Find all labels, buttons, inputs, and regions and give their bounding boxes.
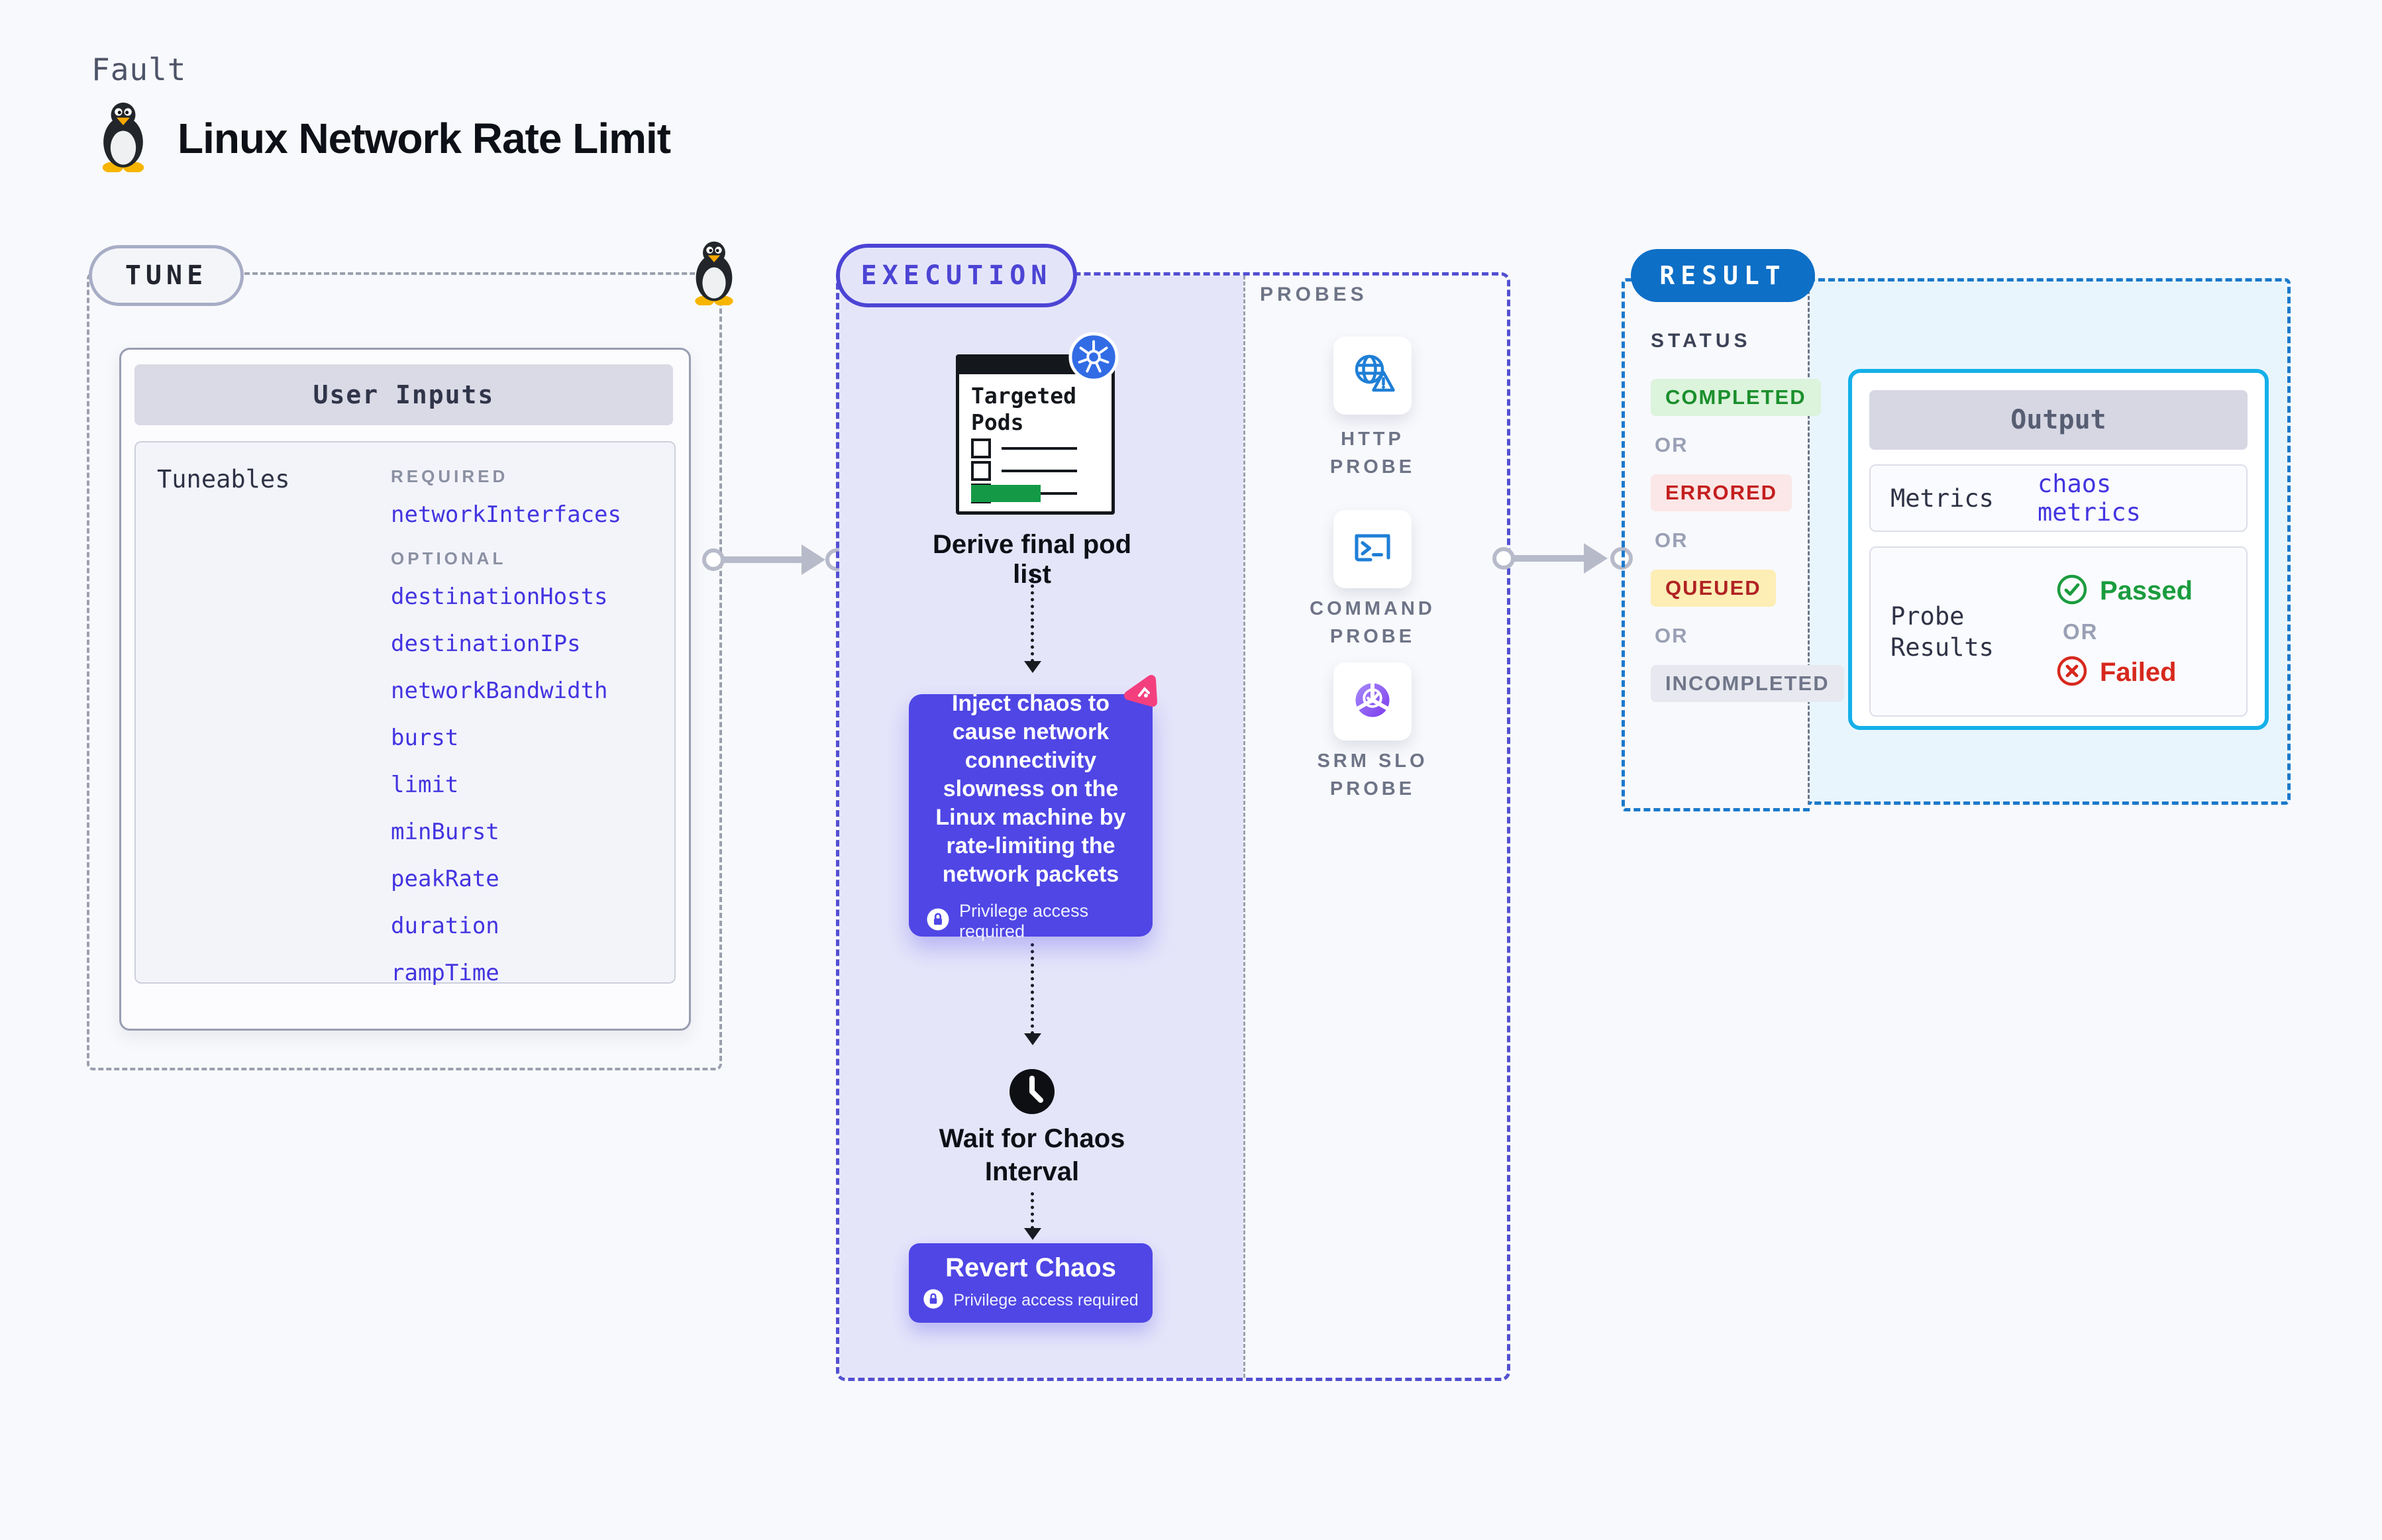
page-title-row: Linux Network Rate Limit <box>93 101 671 176</box>
tuneable-param-link[interactable]: networkInterfaces <box>391 501 621 528</box>
litmus-chaos-icon <box>1117 673 1159 719</box>
revert-chaos-label: Revert Chaos <box>945 1253 1116 1282</box>
required-params-list: networkInterfaces <box>391 501 621 548</box>
http-probe-card <box>1333 336 1412 415</box>
passed-label: Passed <box>2100 576 2193 605</box>
http-probe-icon <box>1349 350 1396 401</box>
privilege-label: Privilege access required <box>959 900 1089 941</box>
status-or-label: OR <box>1655 529 1688 552</box>
tune-pill: TUNE <box>89 245 244 306</box>
privilege-label: Privilege access required <box>953 1291 1139 1309</box>
check-circle-icon <box>2056 574 2088 609</box>
probe-or-label: OR <box>2063 619 2098 644</box>
arrow-connector-dot <box>702 548 725 571</box>
tuneable-param-link[interactable]: burst <box>391 725 459 751</box>
probe-results-label: Probe Results <box>1890 601 1994 662</box>
metrics-value-link[interactable]: chaos metrics <box>2037 470 2141 527</box>
probe-results-row: Probe Results Passed OR <box>1869 546 2248 717</box>
optional-params-list: destinationHosts destinationIPs networkBan… <box>391 584 608 1007</box>
pod-list-row <box>971 438 1077 458</box>
failed-line: Failed <box>2056 655 2193 690</box>
pod-line <box>1002 470 1077 472</box>
status-column: STATUS COMPLETED OR ERRORED OR QUEUED OR INCOM… <box>1651 330 1844 719</box>
tux-penguin-corner-icon <box>686 240 742 309</box>
lock-icon <box>926 907 950 935</box>
tuneables-panel: Tuneables REQUIRED networkInterfaces OPT… <box>134 441 676 986</box>
fault-kicker: Fault <box>91 52 187 87</box>
execution-pill: EXECUTION <box>836 244 1077 307</box>
output-card: Output Metrics chaos metrics Probe Resul… <box>1848 369 2269 730</box>
tuneables-label: Tuneables <box>157 465 290 493</box>
probe-results-values: Passed OR Failed <box>2056 574 2193 690</box>
command-probe-icon <box>1349 524 1396 575</box>
checkbox-icon <box>971 438 991 458</box>
output-header: Output <box>1869 390 2248 450</box>
optional-group-label: OPTIONAL <box>391 548 507 568</box>
status-badge: INCOMPLETED <box>1651 665 1844 702</box>
status-or-label: OR <box>1655 624 1688 647</box>
tux-penguin-icon <box>93 101 154 176</box>
targeted-pods-title: Targeted Pods <box>971 383 1076 435</box>
tune-region <box>87 272 722 1070</box>
status-heading: STATUS <box>1651 330 1751 352</box>
status-badge: QUEUED <box>1651 570 1776 607</box>
tuneable-param-link[interactable]: duration <box>391 913 499 939</box>
passed-line: Passed <box>2056 574 2193 609</box>
command-probe-label: COMMAND PROBE <box>1310 598 1435 647</box>
pods-progress-bar <box>971 485 1041 502</box>
inject-chaos-step: Inject chaos to cause network connectivi… <box>909 691 1153 941</box>
probes-separator <box>1243 276 1245 1378</box>
execution-to-result-arrow <box>1492 542 1633 575</box>
pod-list-row <box>971 461 1077 481</box>
srm-slo-probe-label: SRM SLO PROBE <box>1317 750 1428 799</box>
privilege-row: Privilege access required <box>926 901 1135 942</box>
tuneable-param-link[interactable]: rampTime <box>391 960 499 986</box>
tuneables-params: REQUIRED networkInterfaces OPTIONAL dest… <box>391 466 621 1007</box>
arrow-connector-dot <box>1492 547 1515 570</box>
revert-chaos-step: Revert Chaos Privilege access required <box>909 1243 1153 1323</box>
lock-icon <box>923 1288 944 1313</box>
clock-icon <box>1008 1068 1056 1119</box>
status-list: COMPLETED OR ERRORED OR QUEUED OR INCOMPLETED <box>1651 379 1844 719</box>
pod-line <box>1002 447 1077 450</box>
srm-slo-probe-card <box>1333 662 1412 741</box>
user-inputs-card: User Inputs Tuneables REQUIRED networkIn… <box>119 348 691 1031</box>
status-or-label: OR <box>1655 433 1688 456</box>
srm-slo-probe-icon <box>1349 676 1396 727</box>
privilege-row: Privilege access required <box>923 1288 1139 1313</box>
checkbox-icon <box>971 461 991 481</box>
status-badge: ERRORED <box>1651 474 1792 511</box>
kubernetes-icon <box>1068 331 1119 386</box>
user-inputs-header: User Inputs <box>134 364 673 425</box>
command-probe-card <box>1333 510 1412 588</box>
tuneable-param-link[interactable]: peakRate <box>391 866 499 892</box>
tuneable-param-link[interactable]: networkBandwidth <box>391 678 608 704</box>
wait-chaos-label: Wait for Chaos Interval <box>939 1124 1125 1186</box>
tuneable-param-link[interactable]: destinationIPs <box>391 631 581 657</box>
failed-label: Failed <box>2100 657 2177 687</box>
page-title: Linux Network Rate Limit <box>178 114 671 162</box>
required-group-label: REQUIRED <box>391 466 509 486</box>
flow-arrow-down <box>1024 1192 1041 1240</box>
inject-chaos-text: Inject chaos to cause network connectivi… <box>935 690 1126 887</box>
tuneable-param-link[interactable]: limit <box>391 772 459 798</box>
http-probe-label: HTTP PROBE <box>1329 429 1416 478</box>
tuneable-param-link[interactable]: minBurst <box>391 819 499 845</box>
probes-section-label: PROBES <box>1260 283 1368 305</box>
status-badge: COMPLETED <box>1651 379 1821 416</box>
tune-to-execution-arrow <box>702 543 856 576</box>
flow-arrow-down <box>1024 943 1041 1045</box>
flow-arrow-down <box>1024 571 1041 673</box>
result-pill: RESULT <box>1631 249 1815 302</box>
metrics-label: Metrics <box>1890 484 1994 513</box>
tuneable-param-link[interactable]: destinationHosts <box>391 584 608 610</box>
metrics-row: Metrics chaos metrics <box>1869 464 2248 532</box>
x-circle-icon <box>2056 655 2088 690</box>
